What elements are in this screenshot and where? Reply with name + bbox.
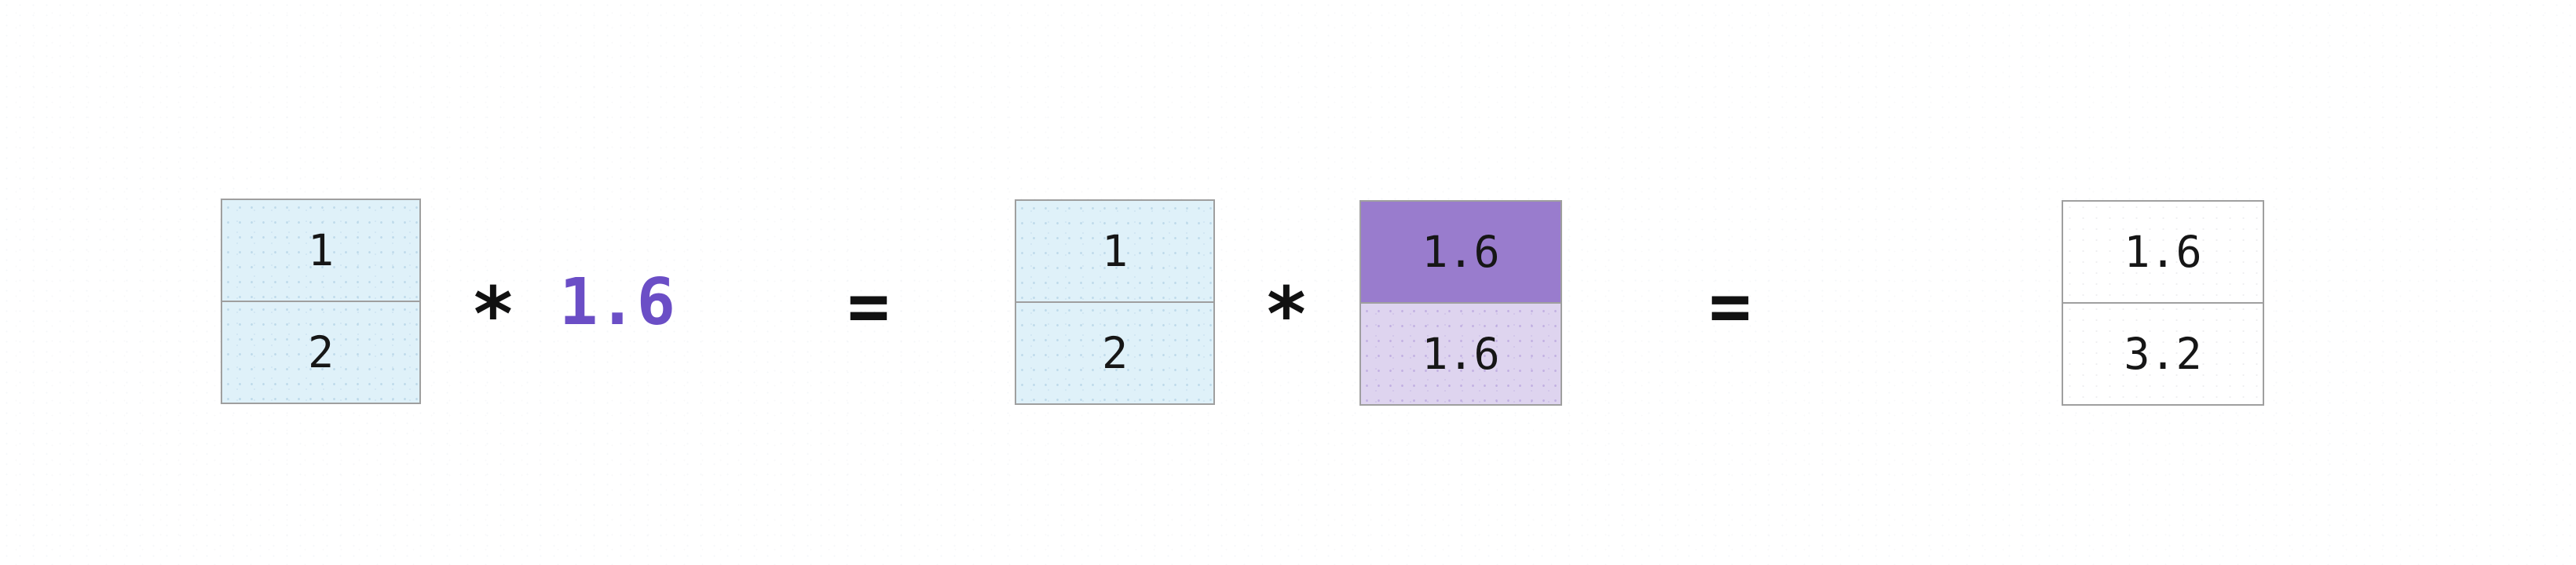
middle-vector-cell-1: 1 <box>1016 201 1213 301</box>
middle-vector: 1 2 <box>1015 199 1215 405</box>
result-vector-cell-2: 3.2 <box>2063 302 2263 404</box>
multiply-operator-2: * <box>1264 272 1309 359</box>
result-vector: 1.6 3.2 <box>2062 200 2264 406</box>
multiply-operator-1: * <box>470 272 516 359</box>
lhs-vector-cell-1: 1 <box>222 200 419 301</box>
equals-sign-2: = <box>1708 265 1752 348</box>
lhs-vector-cell-2: 2 <box>222 301 419 403</box>
result-vector-cell-1: 1.6 <box>2063 202 2263 302</box>
broadcast-vector: 1.6 1.6 <box>1359 200 1562 406</box>
broadcast-vector-cell-2: 1.6 <box>1361 302 1561 404</box>
middle-vector-cell-2: 2 <box>1016 301 1213 403</box>
lhs-vector: 1 2 <box>221 199 421 404</box>
broadcast-vector-cell-1: 1.6 <box>1361 202 1561 302</box>
equals-sign-1: = <box>847 265 891 348</box>
scalar-value: 1.6 <box>558 265 676 340</box>
